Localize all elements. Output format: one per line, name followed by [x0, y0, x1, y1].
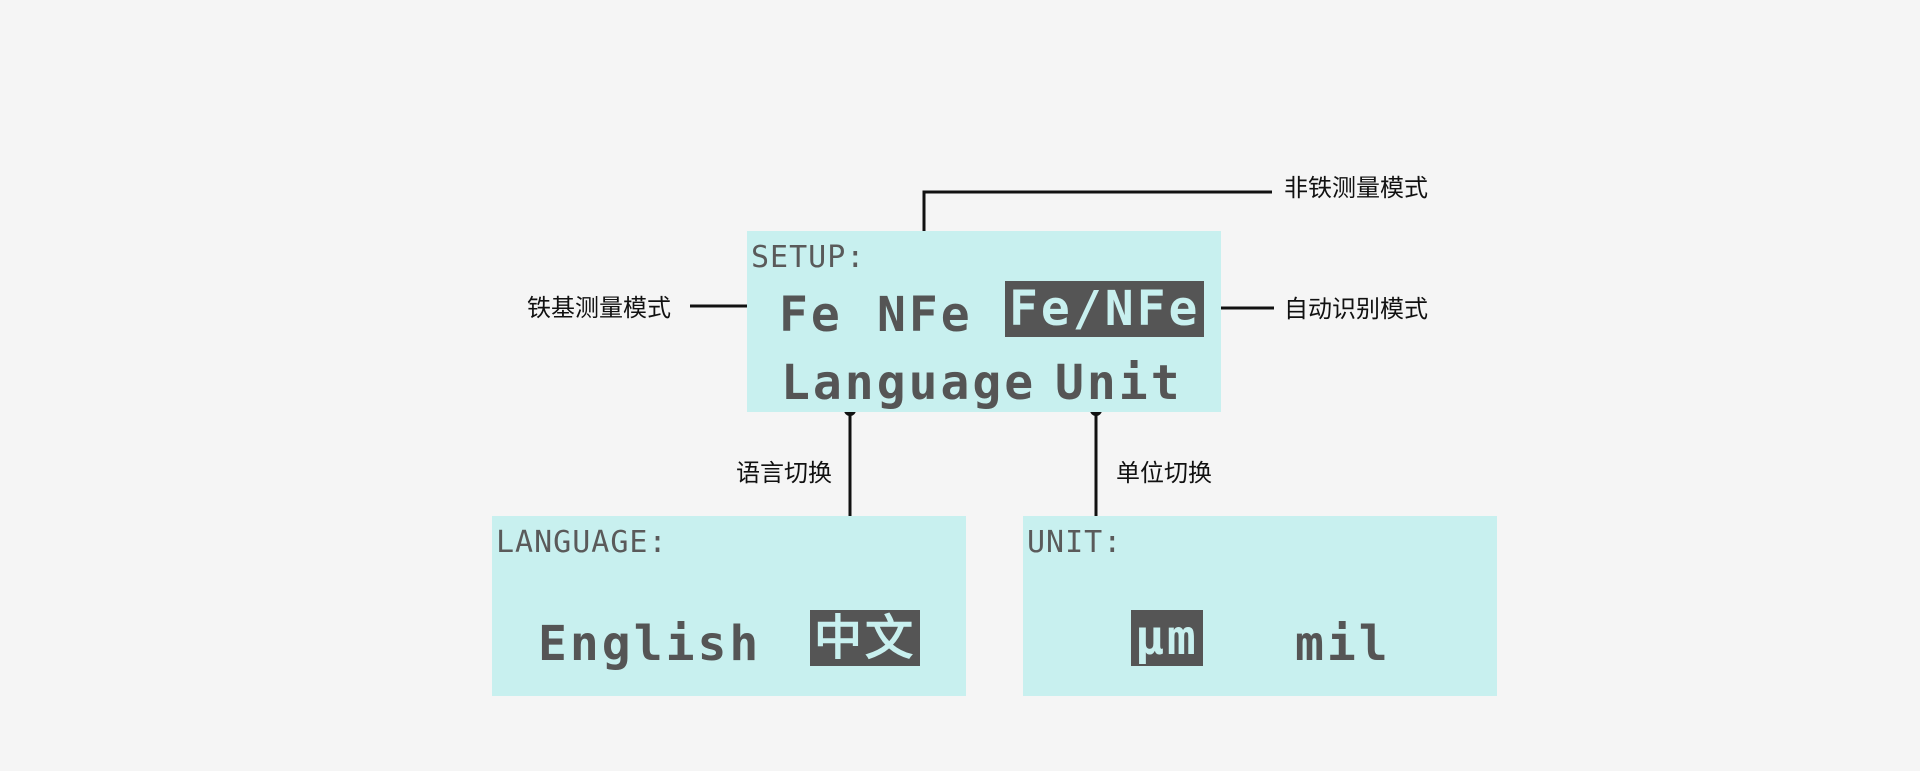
setup-lcd-panel: SETUP: Fe NFe Fe/NFe Language Unit — [747, 231, 1221, 412]
label-fe-mode: 铁基测量模式 — [527, 294, 671, 322]
option-fe-nfe-selected[interactable]: Fe/NFe — [1005, 281, 1205, 337]
language-option-chinese-selected[interactable]: 中文 — [810, 610, 921, 666]
language-option-english[interactable]: English — [538, 616, 762, 672]
unit-lcd-panel: UNIT: μm mil — [1023, 516, 1497, 696]
language-lcd-panel: LANGUAGE: English 中文 — [492, 516, 966, 696]
menu-item-language[interactable]: Language — [781, 355, 1037, 411]
unit-option-um-selected[interactable]: μm — [1131, 610, 1203, 666]
option-fe[interactable]: Fe — [779, 287, 843, 343]
menu-item-unit[interactable]: Unit — [1055, 355, 1183, 411]
label-unit-switch: 单位切换 — [1116, 459, 1212, 487]
label-language-switch: 语言切换 — [736, 459, 832, 487]
language-title: LANGUAGE: — [496, 525, 668, 560]
setup-title: SETUP: — [751, 240, 866, 275]
label-nfe-mode: 非铁测量模式 — [1284, 174, 1428, 202]
option-nfe[interactable]: NFe — [877, 287, 973, 343]
label-auto-mode: 自动识别模式 — [1284, 295, 1428, 323]
unit-option-mil[interactable]: mil — [1295, 616, 1391, 672]
unit-title: UNIT: — [1027, 525, 1123, 560]
